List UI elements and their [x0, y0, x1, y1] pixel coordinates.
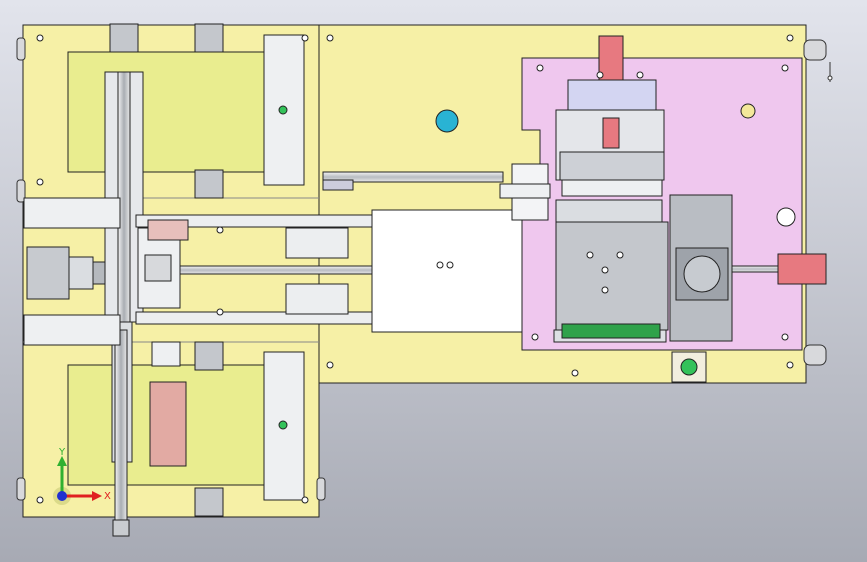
bolt: [216, 226, 224, 234]
horizontal-rails: [135, 171, 504, 325]
bolt: [596, 71, 604, 79]
terminal-strip: [561, 323, 661, 339]
bolt: [786, 361, 794, 369]
locating-hole: [435, 109, 459, 133]
center-fixture-block[interactable]: [553, 199, 669, 343]
bolt: [36, 178, 44, 186]
lower-fixture-pad[interactable]: [67, 341, 305, 517]
bolt: [36, 34, 44, 42]
coordinate-triad: Y X: [53, 447, 111, 505]
bolt: [301, 34, 309, 42]
bolt: [531, 333, 539, 341]
bolt: [781, 333, 789, 341]
start-button[interactable]: [671, 351, 707, 383]
bolt: [781, 64, 789, 72]
bolt: [326, 361, 334, 369]
bolt: [601, 266, 609, 274]
bolt: [536, 64, 544, 72]
bolt: [586, 251, 594, 259]
right-motor-assembly[interactable]: [669, 194, 827, 342]
sliding-carriage-plate[interactable]: [147, 209, 523, 333]
triad-y-label: Y: [58, 447, 66, 458]
left-clamp-blocks[interactable]: [23, 197, 181, 346]
triad-x-label: X: [104, 491, 111, 502]
bolt: [436, 261, 444, 269]
indicator-hole: [740, 103, 756, 119]
vertical-linear-module[interactable]: [104, 71, 144, 537]
bolt: [446, 261, 454, 269]
bolt: [636, 71, 644, 79]
bolt: [601, 286, 609, 294]
bolt: [301, 496, 309, 504]
bolt: [786, 34, 794, 42]
bolt: [216, 308, 224, 316]
white-hole: [776, 207, 796, 227]
bolt: [326, 34, 334, 42]
bolt-pattern: [36, 34, 794, 504]
top-cylinder-assembly[interactable]: [499, 35, 665, 221]
stepper-motor[interactable]: [26, 246, 106, 300]
mounting-feet: [16, 37, 833, 501]
bolt: [36, 496, 44, 504]
bolt: [571, 369, 579, 377]
bolt: [616, 251, 624, 259]
